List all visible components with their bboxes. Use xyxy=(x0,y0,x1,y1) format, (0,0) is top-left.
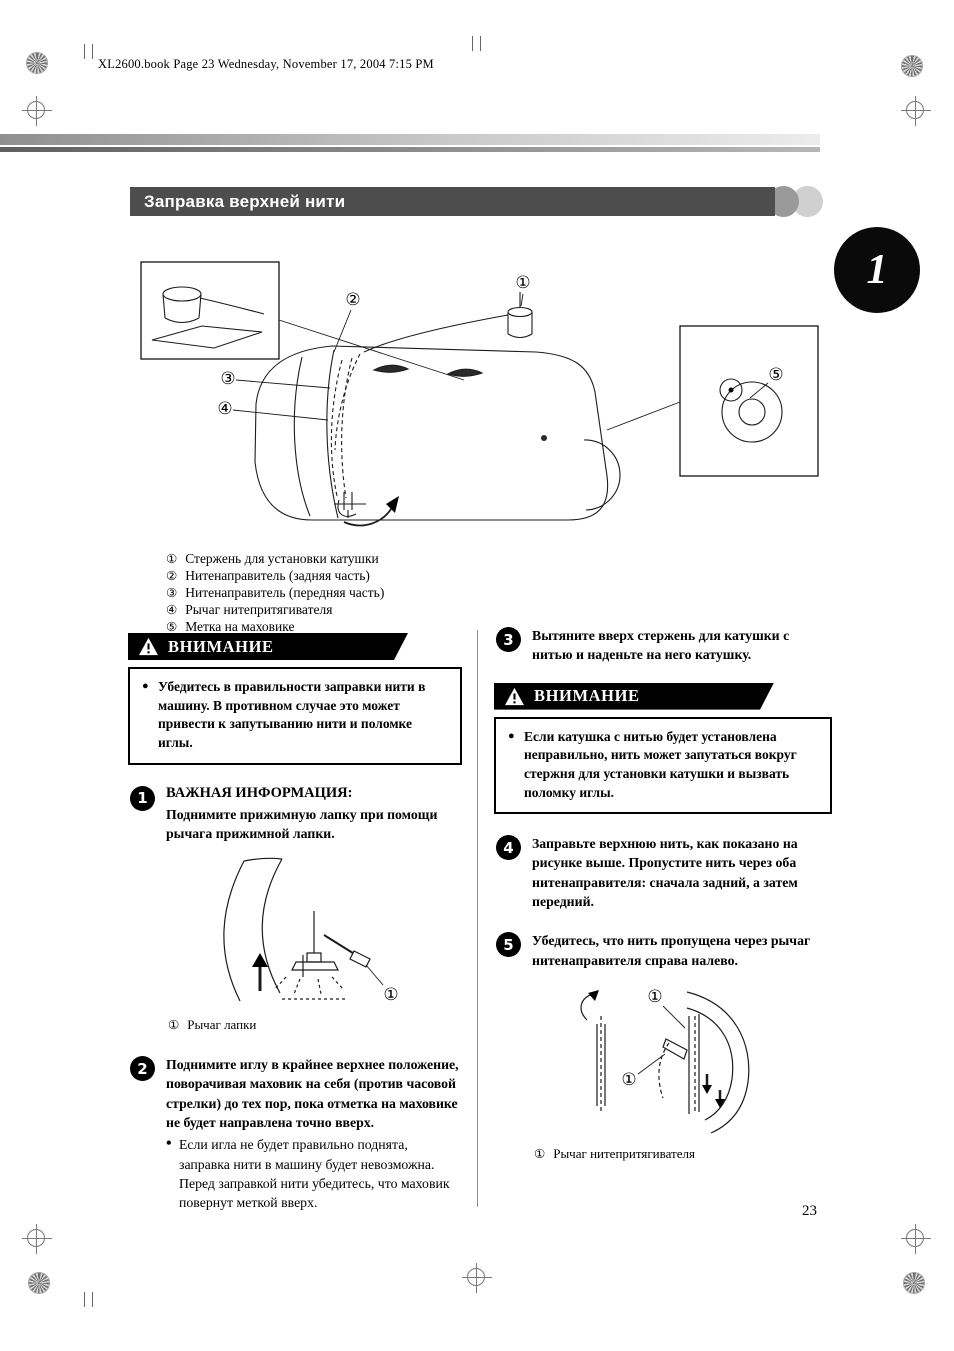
step-3-number: 3 xyxy=(496,627,521,652)
legend-number: ④ xyxy=(166,602,178,617)
step-4-text: Заправьте верхнюю нить, как показано на … xyxy=(532,836,798,910)
step-1-text: Поднимите прижимную лапку при помощи рыч… xyxy=(166,806,438,841)
left-column: ВНИМАНИЕ ● Убедитесь в правильности запр… xyxy=(128,633,462,1213)
caption-number: ① xyxy=(168,1017,180,1033)
legend-item: ③ Нитенаправитель (передняя часть) xyxy=(166,585,384,602)
registration-star-top-left xyxy=(26,52,48,74)
diagram-callout-4: ④ xyxy=(217,399,232,419)
note-bullet: • xyxy=(166,1135,172,1153)
crop-mark xyxy=(84,1292,85,1307)
caption-text: Рычаг нитепритягивателя xyxy=(553,1146,695,1161)
step-3: 3 Вытяните вверх стержень для катушки с … xyxy=(494,626,832,665)
legend-number: ② xyxy=(166,568,178,583)
legend-number: ③ xyxy=(166,585,178,600)
page-number: 23 xyxy=(802,1203,817,1219)
gradient-bar-bottom xyxy=(0,147,820,152)
crop-mark xyxy=(92,44,93,59)
registration-cross-bottom-left xyxy=(22,1224,52,1254)
legend-item: ② Нитенаправитель (задняя часть) xyxy=(166,568,384,585)
warning-banner: ВНИМАНИЕ xyxy=(128,633,408,660)
crop-mark xyxy=(472,36,473,51)
crop-mark xyxy=(480,36,481,51)
diagram-callout-5: ⑤ xyxy=(768,365,783,385)
warning-box: ● Убедитесь в правильности заправки нити… xyxy=(128,667,462,765)
diagram-callout-3: ③ xyxy=(220,369,235,389)
warning-bullet: ● xyxy=(508,729,515,742)
step-4-number: 4 xyxy=(496,835,521,861)
presser-foot-figure: ① xyxy=(223,857,399,1005)
registration-star-bottom-right xyxy=(903,1272,925,1294)
step-1-number: 1 xyxy=(130,785,155,811)
note-text: Если игла не будет правильно поднята, за… xyxy=(179,1137,450,1211)
warning-block-2: ВНИМАНИЕ ● Если катушка с нитью будет ус… xyxy=(494,682,832,815)
diagram-callout-2: ② xyxy=(345,290,360,310)
warning-triangle-icon xyxy=(139,637,158,656)
legend-item: ④ Рычаг нитепритягивателя xyxy=(166,602,384,619)
step-2-text: Поднимите иглу в крайнее верхнее положен… xyxy=(166,1057,459,1131)
presser-figure-caption: ① Рычаг лапки xyxy=(168,1017,462,1033)
step-1: 1 ВАЖНАЯ ИНФОРМАЦИЯ: Поднимите прижимную… xyxy=(128,785,462,844)
step-2-number: 2 xyxy=(130,1056,155,1082)
step-5: 5 Убедитесь, что нить пропущена через ры… xyxy=(494,931,832,970)
step-5-text: Убедитесь, что нить пропущена через рыча… xyxy=(532,933,811,968)
crop-mark xyxy=(92,1292,93,1307)
registration-cross-top-right xyxy=(901,96,931,126)
presser-figure-callout-1: ① xyxy=(383,985,398,1005)
legend-number: ⑤ xyxy=(166,619,178,634)
legend-label: Метка на маховике xyxy=(185,619,295,634)
takeup-figure-caption: ① Рычаг нитепритягивателя xyxy=(534,1146,832,1162)
warning-box: ● Если катушка с нитью будет установлена… xyxy=(494,716,832,815)
caption-number: ① xyxy=(534,1146,546,1161)
registration-star-bottom-left xyxy=(28,1272,50,1294)
warning-text: Убедитесь в правильности заправки нити в… xyxy=(158,679,426,750)
legend-label: Стержень для установки катушки xyxy=(185,551,379,566)
legend-label: Нитенаправитель (передняя часть) xyxy=(185,585,385,600)
warning-block-1: ВНИМАНИЕ ● Убедитесь в правильности запр… xyxy=(128,633,462,765)
legend-number: ① xyxy=(166,551,178,566)
section-title: Заправка верхней нити xyxy=(130,187,775,216)
registration-cross-bottom-center xyxy=(462,1263,492,1293)
take-up-lever-figure: ① ① xyxy=(580,987,750,1134)
step-2-note: • Если игла не будет правильно поднята, … xyxy=(166,1135,462,1212)
legend-label: Рычаг нитепритягивателя xyxy=(185,602,333,617)
legend-item: ⑤ Метка на маховике xyxy=(166,619,384,636)
legend-label: Нитенаправитель (задняя часть) xyxy=(185,568,370,583)
step-4: 4 Заправьте верхнюю нить, как показано н… xyxy=(494,834,832,911)
caption-text: Рычаг лапки xyxy=(187,1017,257,1033)
warning-title: ВНИМАНИЕ xyxy=(168,636,274,656)
step-2: 2 Поднимите иглу в крайнее верхнее полож… xyxy=(128,1055,462,1213)
registration-cross-top-left xyxy=(22,96,52,126)
legend-item: ① Стержень для установки катушки xyxy=(166,551,384,568)
gradient-bar-top xyxy=(0,134,820,145)
takeup-figure-callout-side: ① xyxy=(621,1070,636,1090)
diagram-callout-1: ① xyxy=(515,273,530,293)
right-column: 3 Вытяните вверх стержень для катушки с … xyxy=(494,626,832,1162)
print-header-note: XL2600.book Page 23 Wednesday, November … xyxy=(98,57,434,71)
step-3-text: Вытяните вверх стержень для катушки с ни… xyxy=(532,628,790,663)
threading-diagram: ① ② ③ ④ ⑤ xyxy=(140,261,819,527)
warning-bullet: ● xyxy=(142,680,149,692)
step-5-number: 5 xyxy=(496,932,521,958)
registration-cross-bottom-right xyxy=(901,1224,931,1254)
column-divider xyxy=(477,630,478,1207)
step-1-heading: ВАЖНАЯ ИНФОРМАЦИЯ: xyxy=(166,784,353,801)
warning-banner: ВНИМАНИЕ xyxy=(494,682,774,710)
chapter-number-badge: 1 xyxy=(834,227,920,313)
warning-title: ВНИМАНИЕ xyxy=(534,686,640,706)
takeup-figure-callout-top: ① xyxy=(647,987,662,1007)
warning-text: Если катушка с нитью будет установлена н… xyxy=(524,728,797,800)
warning-triangle-icon xyxy=(505,687,524,705)
registration-star-top-right xyxy=(901,55,923,77)
diagram-legend: ① Стержень для установки катушки ② Нитен… xyxy=(166,551,384,636)
crop-mark xyxy=(84,44,85,59)
